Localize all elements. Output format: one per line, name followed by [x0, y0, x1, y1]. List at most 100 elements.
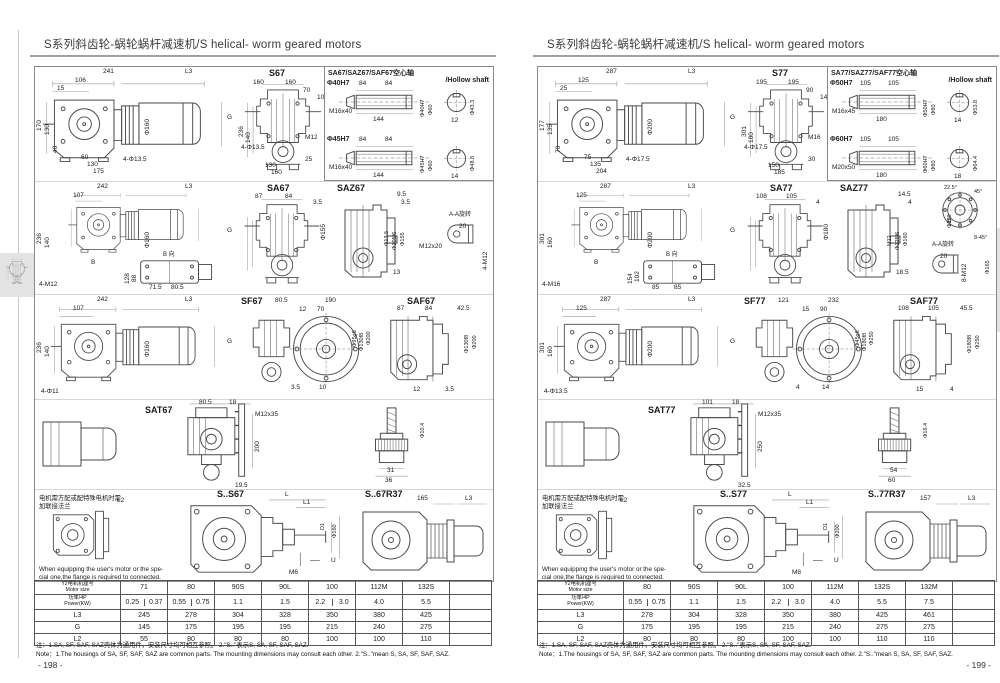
dim-label: 87: [255, 193, 263, 200]
dim-label: 160: [547, 237, 554, 248]
dim-label: L1: [806, 499, 814, 506]
dim-label: 22.5°: [944, 185, 957, 191]
r37-drawing: [865, 503, 991, 571]
dim-label: 236: [36, 233, 43, 244]
dim-label: Φ160: [144, 231, 151, 248]
flange-note-en-line2: cial one,the flange is required to conne…: [39, 574, 161, 581]
dim-label: 84: [359, 80, 367, 87]
dim-label: 18: [954, 173, 962, 180]
dim-label: Φ64.4: [973, 155, 979, 171]
dim-label: Φ130f8: [464, 334, 470, 353]
dim-label: M12: [305, 134, 318, 141]
dim-label: Φ160: [144, 118, 151, 135]
adapter-drawing: [190, 499, 340, 573]
table-cell: L3: [34, 608, 121, 622]
flange-note-en-line1: When equipping the user's motor or the s…: [39, 566, 164, 573]
dim-label: 12: [413, 386, 421, 393]
dim-label: 32.5: [738, 482, 751, 489]
dim-label: Φ180f8: [862, 332, 868, 351]
dim-label: 8-45°: [974, 235, 988, 241]
dim-label: 75: [584, 154, 592, 161]
dim-label: 185: [774, 169, 785, 176]
dim-label: 190: [325, 297, 336, 304]
dim-label: 241: [103, 68, 114, 75]
table-cell: 112M: [811, 579, 859, 596]
dim-label: L3: [688, 183, 696, 190]
footnote-cn: 注：1.SA, SF, SAF, SAZ壳体为通用件，安装尺寸均可相互参照。 2…: [36, 642, 309, 649]
hollow-bore-2: Φ60H7: [830, 136, 853, 143]
drawing-title: SAF67: [407, 296, 436, 306]
dim-label: M12x35: [255, 411, 279, 418]
table-cell: 461: [905, 608, 953, 622]
dim-label: 165: [417, 495, 428, 502]
flange-note-en-line1: When equipping the user's motor or the s…: [542, 566, 667, 573]
table-cell: 100: [308, 579, 356, 596]
dim-label: 108: [756, 193, 767, 200]
drawing-title: SF77: [744, 296, 766, 306]
dim-label: 125: [578, 77, 589, 84]
table-cell: 195: [670, 620, 718, 634]
flange-note-block: 电机需方配或配特殊电机时需 加联接法兰 When equipping the u…: [540, 492, 682, 581]
table-cell: 71: [120, 579, 168, 596]
dim-label: 88: [131, 274, 138, 282]
dim-label: 70: [303, 87, 311, 94]
dim-label: 14: [451, 173, 459, 180]
dim-label: 80.5: [171, 284, 184, 291]
dim-label: Φ10.4: [420, 422, 426, 438]
dim-label: 19.5: [235, 482, 248, 489]
dim-label: 107: [73, 192, 84, 199]
hollow-shaft-title-en: /Hollow shaft: [948, 77, 992, 84]
drawing-title: S..S77: [720, 489, 748, 499]
dim-label: Φ155: [320, 223, 327, 240]
table-cell: 275: [905, 620, 953, 634]
table-cell: 80: [214, 632, 262, 646]
table-cell: 90S: [670, 579, 718, 596]
dim-label: L3: [185, 183, 193, 190]
dim-label: 42.5: [457, 305, 470, 312]
dim-label: Φ165: [985, 260, 991, 274]
table-cell: 5.5: [858, 594, 906, 610]
title-rule: [533, 55, 999, 57]
table-cell: [449, 608, 492, 622]
dim-label: 135: [590, 161, 601, 168]
table-cell: [952, 579, 995, 596]
gearmotor-fragment-drawing: [545, 421, 620, 467]
dim-label: 121: [778, 297, 789, 304]
flange-note-en-line2: cial one,the flange is required to conne…: [542, 574, 664, 581]
dim-label: Φ16.4: [923, 422, 929, 438]
dim-label: B: [91, 259, 96, 266]
table-cell: [952, 632, 995, 646]
drawing-title: SAZ77: [840, 183, 869, 193]
footnote-en: Note：1.The housings of SA, SF, SAF, SAZ …: [539, 651, 953, 658]
dim-label: 13: [393, 269, 401, 276]
hollow-bore-1: Φ50H7: [830, 80, 853, 87]
dim-label: 236: [36, 342, 43, 353]
dim-label: 14: [954, 117, 962, 124]
dim-label: 4: [816, 199, 820, 206]
flange-note-block: 电机需方配或配特殊电机时需 加联接法兰 When equipping the u…: [37, 492, 179, 581]
dim-label: Φ125f6: [895, 231, 901, 250]
dim-label: 3.5: [313, 199, 323, 206]
title-rule: [30, 55, 496, 57]
dim-label: L3: [185, 68, 193, 75]
dim-label: A-A旋转: [449, 212, 472, 218]
dim-label: 84: [359, 136, 367, 143]
dim-label: 130: [87, 161, 98, 168]
dim-label: Φ155: [400, 232, 406, 246]
gearmotor-side-drawing: [553, 306, 718, 382]
table-cell: 1.5: [717, 594, 765, 610]
dim-label: 45.5: [960, 305, 973, 312]
dim-label: 4-Φ13.5: [241, 144, 265, 151]
drawing-title: S..67R37: [365, 489, 403, 499]
